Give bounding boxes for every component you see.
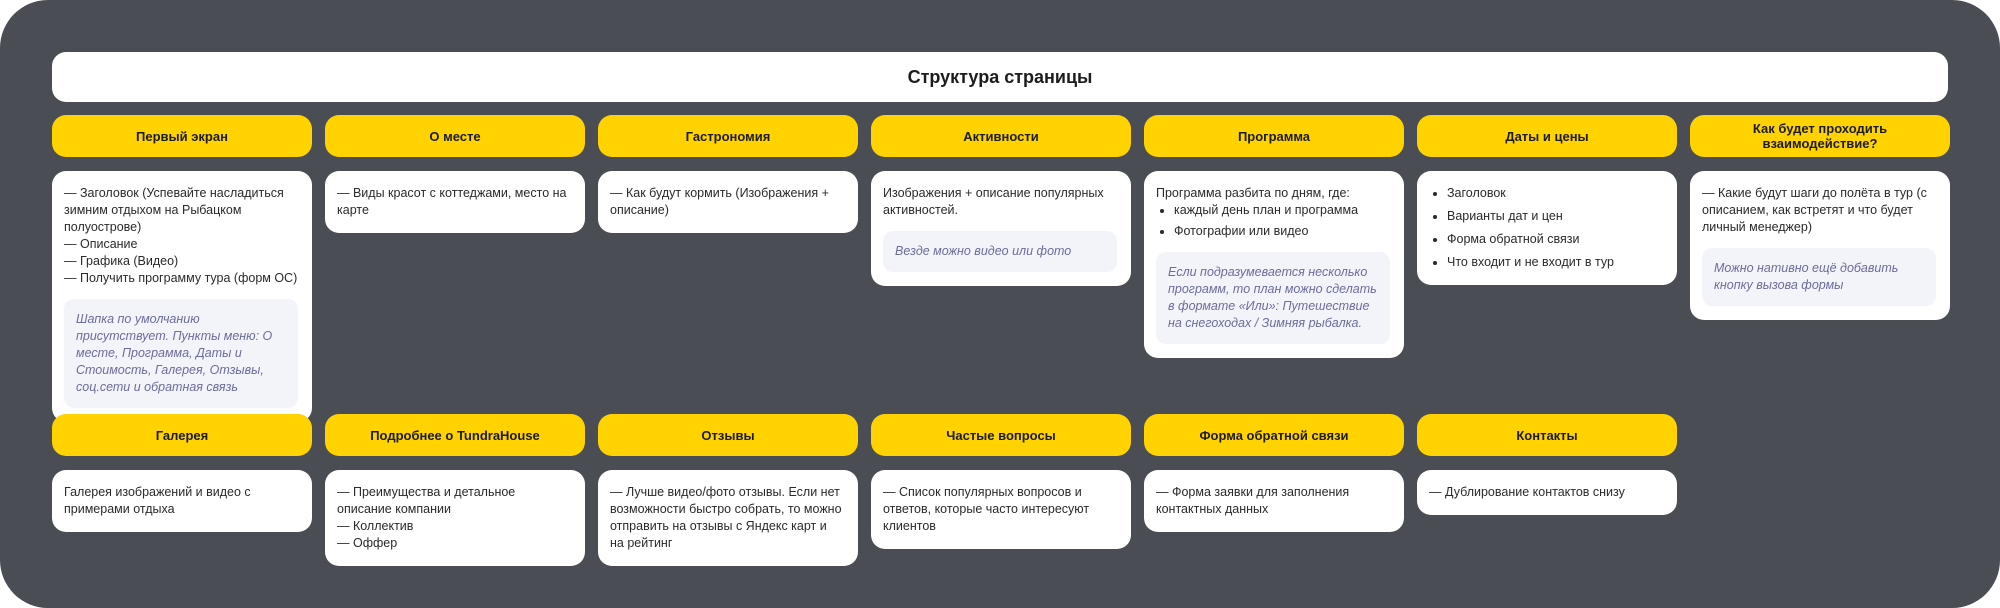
bullet-item: каждый день план и программа — [1174, 202, 1390, 219]
card-line: — Форма заявки для заполнения контактных… — [1156, 485, 1350, 516]
section-header: Как будет проходить взаимодействие? — [1690, 115, 1950, 157]
card-line: Галерея изображений и видео с примерами … — [64, 485, 251, 516]
section-header: Частые вопросы — [871, 414, 1131, 456]
bullet-list: каждый день план и программа Фотографии … — [1156, 202, 1390, 240]
bullet-item: Форма обратной связи — [1447, 231, 1663, 248]
section-dates-prices: Даты и цены Заголовок Варианты дат и цен… — [1417, 115, 1677, 285]
section-feedback-form: Форма обратной связи — Форма заявки для … — [1144, 414, 1404, 532]
section-card: — Как будут кормить (Изображения + описа… — [598, 171, 858, 233]
card-note: Шапка по умолчанию присутствует. Пункты … — [64, 299, 298, 408]
bullet-item: Фотографии или видео — [1174, 223, 1390, 240]
section-about-company: Подробнее о TundraHouse — Преимущества и… — [325, 414, 585, 566]
section-header: Отзывы — [598, 414, 858, 456]
section-header: Активности — [871, 115, 1131, 157]
card-line: — Графика (Видео) — [64, 254, 179, 268]
section-gastronomy: Гастрономия — Как будут кормить (Изображ… — [598, 115, 858, 233]
card-line: — Преимущества и детальное описание комп… — [337, 485, 516, 516]
section-reviews: Отзывы — Лучше видео/фото отзывы. Если н… — [598, 414, 858, 566]
section-first-screen: Первый экран — Заголовок (Успевайте насл… — [52, 115, 312, 422]
card-line: — Как будут кормить (Изображения + описа… — [610, 186, 829, 217]
card-line: Изображения + описание популярных активн… — [883, 186, 1104, 217]
section-interaction: Как будет проходить взаимодействие? — Ка… — [1690, 115, 1950, 320]
section-header: Форма обратной связи — [1144, 414, 1404, 456]
section-card: — Преимущества и детальное описание комп… — [325, 470, 585, 566]
card-line: — Коллектив — [337, 519, 414, 533]
section-card: — Список популярных вопросов и ответов, … — [871, 470, 1131, 549]
card-line: — Виды красот с коттеджами, место на кар… — [337, 186, 567, 217]
card-line: — Дублирование контактов снизу — [1429, 485, 1625, 499]
section-card: — Какие будут шаги до полёта в тур (с оп… — [1690, 171, 1950, 320]
section-header: Даты и цены — [1417, 115, 1677, 157]
section-card: — Дублирование контактов снизу — [1417, 470, 1677, 515]
card-intro: Программа разбита по дням, где: — [1156, 186, 1350, 200]
section-about-place: О месте — Виды красот с коттеджами, мест… — [325, 115, 585, 233]
section-card: — Лучше видео/фото отзывы. Если нет возм… — [598, 470, 858, 566]
card-note: Везде можно видео или фото — [883, 231, 1117, 272]
section-card: Программа разбита по дням, где: каждый д… — [1144, 171, 1404, 358]
section-gallery: Галерея Галерея изображений и видео с пр… — [52, 414, 312, 532]
bullet-list: Заголовок Варианты дат и цен Форма обрат… — [1429, 185, 1663, 271]
section-card: Изображения + описание популярных активн… — [871, 171, 1131, 286]
card-line: — Описание — [64, 237, 138, 251]
card-note: Если подразумевается несколько программ,… — [1156, 252, 1390, 344]
section-header: Галерея — [52, 414, 312, 456]
card-line: — Получить программу тура (форм ОС) — [64, 271, 298, 285]
section-card: Заголовок Варианты дат и цен Форма обрат… — [1417, 171, 1677, 285]
section-contacts: Контакты — Дублирование контактов снизу — [1417, 414, 1677, 515]
card-line: — Заголовок (Успевайте насладиться зимни… — [64, 186, 284, 234]
section-card: — Виды красот с коттеджами, место на кар… — [325, 171, 585, 233]
card-line: — Лучше видео/фото отзывы. Если нет возм… — [610, 485, 842, 550]
section-program: Программа Программа разбита по дням, где… — [1144, 115, 1404, 358]
bullet-item: Заголовок — [1447, 185, 1663, 202]
section-header: Подробнее о TundraHouse — [325, 414, 585, 456]
card-line: — Список популярных вопросов и ответов, … — [883, 485, 1090, 533]
card-line: — Оффер — [337, 536, 398, 550]
section-header: Гастрономия — [598, 115, 858, 157]
section-card: — Форма заявки для заполнения контактных… — [1144, 470, 1404, 532]
card-note: Можно нативно ещё добавить кнопку вызова… — [1702, 248, 1936, 306]
section-faq: Частые вопросы — Список популярных вопро… — [871, 414, 1131, 549]
section-header: Первый экран — [52, 115, 312, 157]
section-header: Программа — [1144, 115, 1404, 157]
section-activities: Активности Изображения + описание популя… — [871, 115, 1131, 286]
section-card: Галерея изображений и видео с примерами … — [52, 470, 312, 532]
section-header: О месте — [325, 115, 585, 157]
section-header: Контакты — [1417, 414, 1677, 456]
bullet-item: Что входит и не входит в тур — [1447, 254, 1663, 271]
section-card: — Заголовок (Успевайте насладиться зимни… — [52, 171, 312, 422]
bullet-item: Варианты дат и цен — [1447, 208, 1663, 225]
page-title: Структура страницы — [52, 52, 1948, 102]
card-line: — Какие будут шаги до полёта в тур (с оп… — [1702, 186, 1927, 234]
